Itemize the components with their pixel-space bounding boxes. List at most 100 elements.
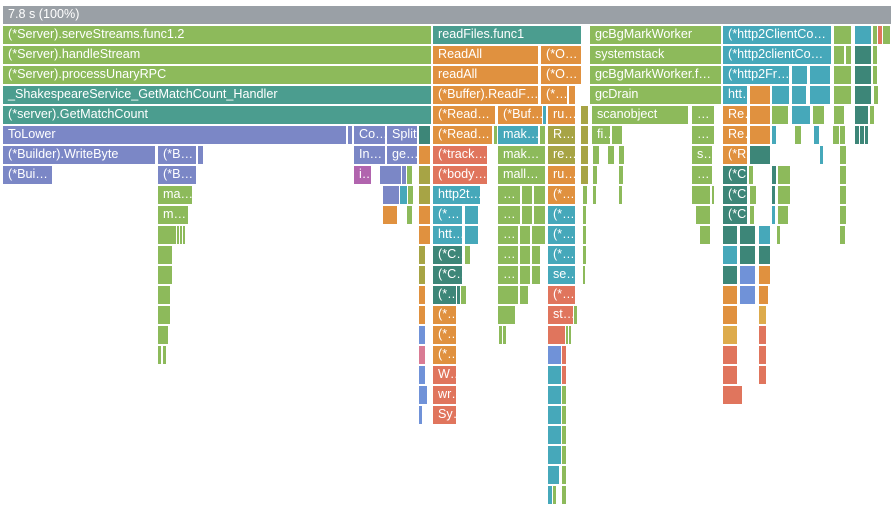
- flame-sliver[interactable]: [834, 46, 844, 64]
- flame-sliver[interactable]: [873, 26, 877, 44]
- flame-sliver[interactable]: [569, 86, 575, 104]
- flame-sliver[interactable]: [532, 246, 540, 264]
- flame-frame[interactable]: …: [692, 106, 714, 124]
- flame-sliver[interactable]: [865, 126, 868, 144]
- flame-frame[interactable]: (*Server).processUnaryRPC: [3, 66, 431, 84]
- flame-frame[interactable]: W…: [433, 366, 456, 384]
- flame-sliver[interactable]: [419, 346, 425, 364]
- flame-sliver[interactable]: [740, 266, 755, 284]
- flame-frame[interactable]: i…: [354, 166, 371, 184]
- flame-sliver[interactable]: [419, 226, 430, 244]
- flame-frame[interactable]: (*http2ClientCo…: [723, 26, 831, 44]
- flame-frame[interactable]: (*track…: [433, 146, 487, 164]
- flame-sliver[interactable]: [158, 266, 172, 284]
- flame-frame[interactable]: fi…: [592, 126, 610, 144]
- flame-sliver[interactable]: [543, 106, 546, 124]
- flame-sliver[interactable]: [548, 446, 561, 464]
- flame-frame[interactable]: (*C…: [723, 186, 747, 204]
- flame-sliver[interactable]: [749, 166, 753, 184]
- flame-sliver[interactable]: [562, 406, 566, 424]
- flame-sliver[interactable]: [534, 186, 545, 204]
- flame-sliver[interactable]: [772, 106, 788, 124]
- flame-frame[interactable]: …: [498, 266, 518, 284]
- flame-frame[interactable]: (*…: [433, 346, 456, 364]
- flame-sliver[interactable]: [461, 286, 466, 304]
- flame-frame[interactable]: (*…: [541, 86, 567, 104]
- flame-sliver[interactable]: [520, 226, 530, 244]
- flame-frame[interactable]: gcBgMarkWorker.f…: [590, 66, 721, 84]
- flame-sliver[interactable]: [855, 86, 871, 104]
- flame-sliver[interactable]: [778, 186, 790, 204]
- flame-frame[interactable]: (*B…: [158, 166, 196, 184]
- flame-sliver[interactable]: [499, 326, 502, 344]
- flame-sliver[interactable]: [750, 186, 756, 204]
- flame-sliver[interactable]: [548, 326, 565, 344]
- flame-frame[interactable]: mak…: [498, 126, 538, 144]
- flame-sliver[interactable]: [840, 206, 846, 224]
- flame-sliver[interactable]: [860, 126, 864, 144]
- flame-sliver[interactable]: [855, 26, 871, 44]
- flame-sliver[interactable]: [593, 166, 597, 184]
- flame-sliver[interactable]: [846, 46, 851, 64]
- flame-sliver[interactable]: [795, 126, 801, 144]
- flame-sliver[interactable]: [158, 226, 176, 244]
- flame-sliver[interactable]: [750, 146, 770, 164]
- flame-sliver[interactable]: [619, 146, 624, 164]
- flame-sliver[interactable]: [520, 246, 530, 264]
- flame-sliver[interactable]: [532, 226, 545, 244]
- flame-sliver[interactable]: [158, 326, 168, 344]
- flame-sliver[interactable]: [419, 126, 430, 144]
- flame-sliver[interactable]: [419, 246, 425, 264]
- flame-sliver[interactable]: [548, 486, 552, 504]
- flame-frame[interactable]: st…: [548, 306, 573, 324]
- flame-frame[interactable]: (*Builder).WriteByte: [3, 146, 155, 164]
- flame-frame[interactable]: (*C…: [723, 206, 747, 224]
- flame-sliver[interactable]: [840, 146, 846, 164]
- flame-frame[interactable]: (*O…: [541, 66, 581, 84]
- flame-frame[interactable]: (*Buf…: [498, 106, 542, 124]
- flame-sliver[interactable]: [163, 346, 166, 364]
- flame-sliver[interactable]: [419, 366, 425, 384]
- flame-sliver[interactable]: [419, 286, 425, 304]
- flame-sliver[interactable]: [548, 406, 561, 424]
- flame-frame[interactable]: systemstack: [590, 46, 721, 64]
- flame-sliver[interactable]: [574, 306, 577, 324]
- flame-sliver[interactable]: [522, 206, 532, 224]
- flame-sliver[interactable]: [840, 186, 846, 204]
- flame-sliver[interactable]: [772, 166, 776, 184]
- flame-sliver[interactable]: [562, 466, 566, 484]
- flame-sliver[interactable]: [778, 166, 790, 184]
- flame-sliver[interactable]: [593, 186, 596, 204]
- flame-sliver[interactable]: [740, 226, 755, 244]
- flame-sliver[interactable]: [810, 86, 830, 104]
- flame-sliver[interactable]: [583, 206, 586, 224]
- flame-frame[interactable]: …: [692, 166, 712, 184]
- flame-sliver[interactable]: [419, 406, 422, 424]
- flame-frame[interactable]: se…: [548, 266, 575, 284]
- flame-frame[interactable]: ma…: [158, 186, 192, 204]
- flame-sliver[interactable]: [548, 426, 561, 444]
- flame-sliver[interactable]: [177, 226, 179, 244]
- flame-frame[interactable]: (*C…: [433, 266, 462, 284]
- flame-sliver[interactable]: [548, 466, 559, 484]
- flame-sliver[interactable]: [380, 166, 401, 184]
- flame-sliver[interactable]: [581, 126, 588, 144]
- flame-sliver[interactable]: [419, 386, 427, 404]
- flame-sliver[interactable]: [158, 246, 172, 264]
- flame-sliver[interactable]: [522, 186, 532, 204]
- flame-sliver[interactable]: [834, 26, 851, 44]
- flame-frame[interactable]: (*…: [433, 286, 456, 304]
- flame-sliver[interactable]: [548, 346, 561, 364]
- flame-sliver[interactable]: [855, 46, 871, 64]
- flame-sliver[interactable]: [465, 226, 478, 244]
- flame-frame[interactable]: In…: [354, 146, 385, 164]
- flame-sliver[interactable]: [792, 106, 810, 124]
- flame-frame[interactable]: (*…: [433, 326, 456, 344]
- flame-sliver[interactable]: [532, 266, 540, 284]
- flame-sliver[interactable]: [583, 266, 585, 284]
- flame-sliver[interactable]: [878, 26, 882, 44]
- flame-sliver[interactable]: [419, 186, 430, 204]
- flame-sliver[interactable]: [158, 286, 170, 304]
- flame-sliver[interactable]: [759, 306, 766, 324]
- flame-sliver[interactable]: [503, 326, 506, 344]
